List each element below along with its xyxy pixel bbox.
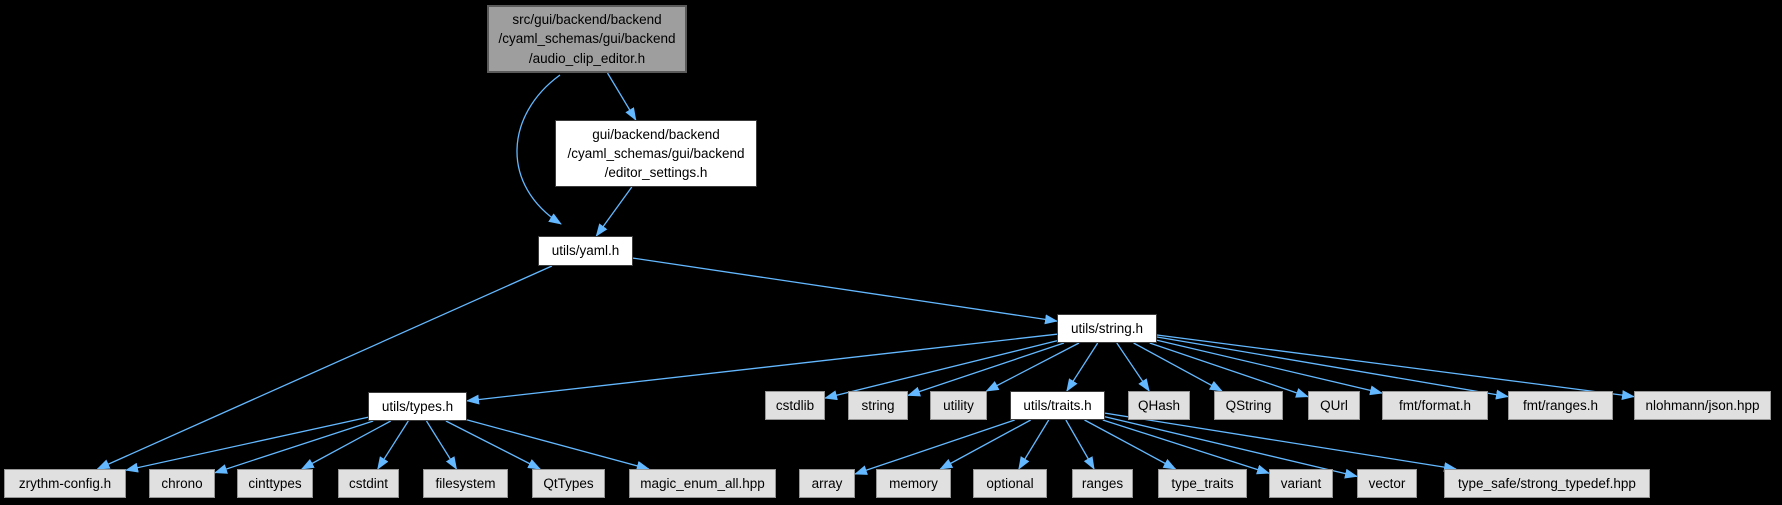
graph-node-cinttypes: cinttypes — [237, 469, 313, 498]
graph-node-utils_types[interactable]: utils/types.h — [368, 392, 467, 421]
edge-utils_traits-ranges — [1065, 419, 1095, 470]
edge-utils_types-cstdint — [377, 420, 409, 470]
graph-node-editor_settings[interactable]: gui/backend/backend /cyaml_schemas/gui/b… — [555, 120, 757, 187]
graph-node-cstdlib: cstdlib — [765, 391, 825, 420]
edge-utils_string-fmt_ranges — [1156, 336, 1509, 400]
graph-node-vector: vector — [1357, 469, 1417, 498]
edge-utils_string-qstring — [1133, 342, 1223, 392]
edge-audio_clip_editor-editor_settings — [606, 72, 637, 121]
edge-utils_string-utils_types — [466, 333, 1058, 405]
graph-node-memory: memory — [876, 469, 951, 498]
edge-utils_traits-type_traits — [1084, 419, 1177, 470]
graph-node-zrythm_config: zrythm-config.h — [4, 469, 126, 498]
graph-node-utils_traits[interactable]: utils/traits.h — [1010, 391, 1105, 420]
edge-utils_traits-type_safe — [1104, 412, 1457, 473]
edge-utils_traits-optional — [1018, 419, 1050, 470]
edge-utils_string-utils_traits — [1066, 342, 1099, 392]
edge-utils_types-cinttypes — [300, 420, 392, 470]
graph-node-qttypes: QtTypes — [532, 469, 605, 498]
graph-node-qhash: QHash — [1128, 391, 1190, 420]
edge-utils_string-cstdlib — [824, 340, 1058, 401]
edge-utils_string-qhash — [1116, 342, 1150, 392]
edge-utils_types-qttypes — [445, 420, 541, 470]
edge-utils_types-magic_enum — [466, 419, 650, 471]
edge-utils_yaml-utils_string — [632, 257, 1058, 325]
graph-node-magic_enum: magic_enum_all.hpp — [629, 469, 776, 498]
graph-node-array: array — [799, 469, 855, 498]
graph-node-qurl: QUrl — [1308, 391, 1360, 420]
graph-node-string_std: string — [848, 391, 908, 420]
graph-node-utils_string[interactable]: utils/string.h — [1057, 314, 1157, 343]
edge-utils_traits-memory — [939, 419, 1032, 470]
graph-node-cstdint: cstdint — [338, 469, 399, 498]
graph-node-utils_yaml[interactable]: utils/yaml.h — [538, 236, 633, 266]
edge-utils_string-nlohmann_json — [1156, 334, 1635, 401]
graph-node-qstring: QString — [1214, 391, 1283, 420]
edge-utils_string-fmt_format — [1156, 339, 1383, 396]
graph-node-filesystem: filesystem — [423, 469, 508, 498]
graph-node-nlohmann_json: nlohmann/json.hpp — [1634, 391, 1771, 420]
edge-utils_types-filesystem — [425, 420, 458, 470]
graph-node-audio_clip_editor: src/gui/backend/backend /cyaml_schemas/g… — [487, 5, 687, 73]
edge-utils_traits-variant — [1102, 419, 1270, 475]
graph-node-chrono: chrono — [149, 469, 215, 498]
edge-utils_traits-array — [854, 419, 1015, 475]
edge-utils_string-qurl — [1149, 342, 1309, 398]
graph-node-variant: variant — [1269, 469, 1333, 498]
edge-editor_settings-utils_yaml — [595, 186, 633, 237]
graph-node-ranges: ranges — [1072, 469, 1133, 498]
graph-node-optional: optional — [973, 469, 1047, 498]
edge-utils_string-utility — [985, 342, 1080, 392]
graph-node-type_safe: type_safe/strong_typedef.hpp — [1444, 469, 1650, 498]
edge-audio_clip_editor-utils_yaml — [516, 74, 562, 225]
graph-node-type_traits: type_traits — [1158, 469, 1247, 498]
graph-node-fmt_format: fmt/format.h — [1382, 391, 1488, 420]
graph-node-utility: utility — [930, 391, 987, 420]
graph-node-fmt_ranges: fmt/ranges.h — [1508, 391, 1613, 420]
edge-utils_types-chrono — [214, 420, 374, 474]
edge-utils_string-string_std — [907, 342, 1065, 397]
edge-utils_types-zrythm_config — [125, 416, 369, 473]
edge-utils_yaml-zrythm_config — [96, 265, 553, 470]
edge-utils_traits-vector — [1104, 416, 1358, 479]
